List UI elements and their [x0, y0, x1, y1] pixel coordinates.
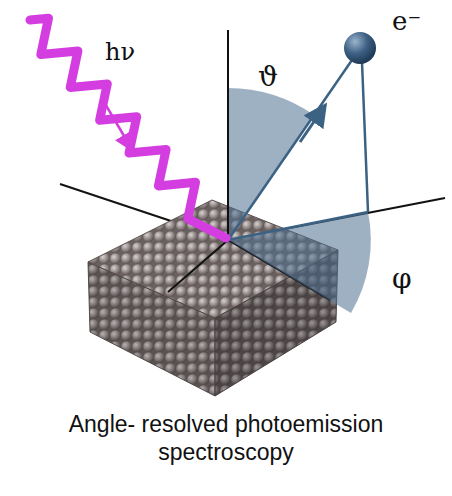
polar-angle-label: ϑ	[258, 60, 278, 93]
azimuth-angle-label: φ	[392, 262, 412, 295]
electron-label: e⁻	[392, 6, 421, 36]
photon-label: hν	[105, 38, 135, 66]
caption: Angle- resolved photoemission spectrosco…	[10, 410, 442, 466]
